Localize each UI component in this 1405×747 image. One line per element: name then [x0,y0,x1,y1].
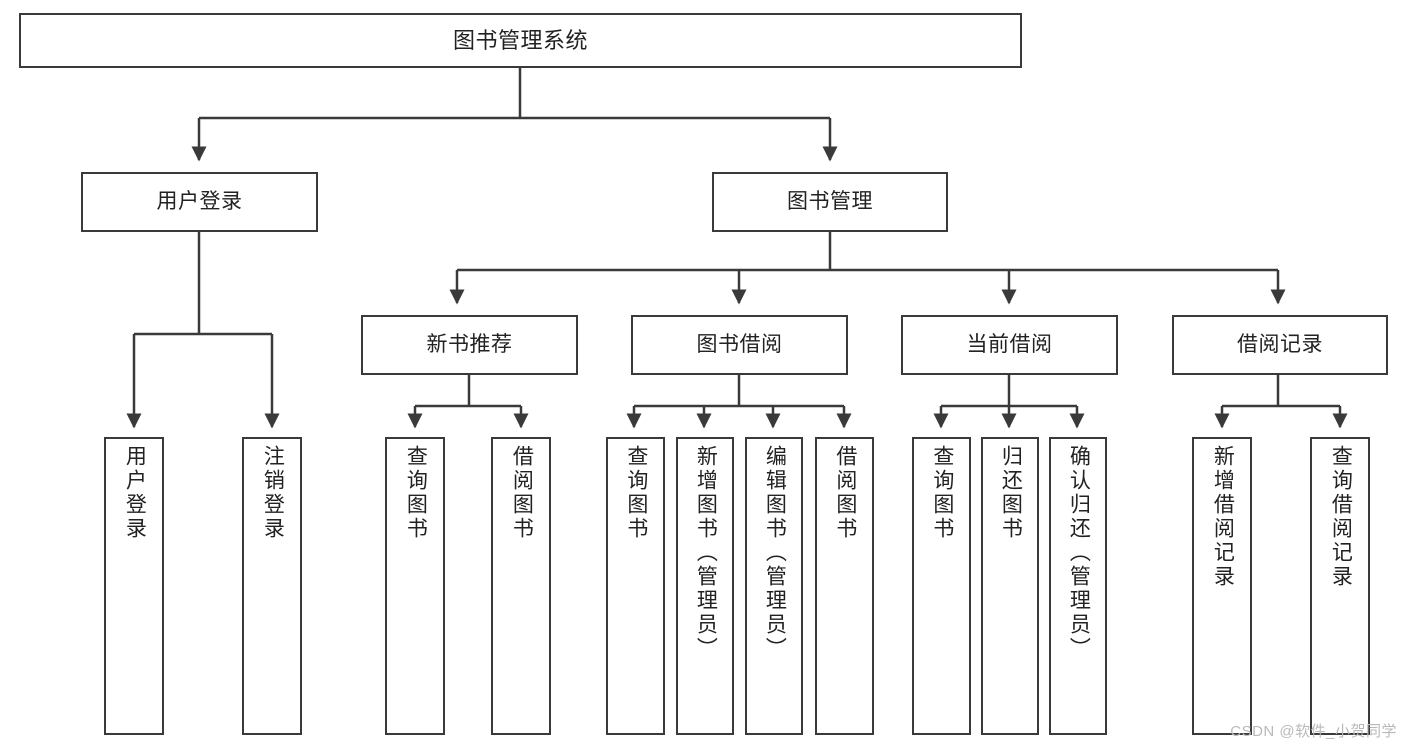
watermark: CSDN @软件_小贺同学 [1230,723,1397,740]
node-new-book-recommend[interactable]: 新书推荐 [361,315,578,375]
leaf-record-query-record[interactable]: 查询借阅记录 [1310,437,1370,735]
leaf-borrow-query-book[interactable]: 查询图书 [606,437,665,735]
leaf-current-return-book[interactable]: 归还图书 [981,437,1039,735]
leaf-recommend-query-book[interactable]: 查询图书 [385,437,445,735]
node-user-login[interactable]: 用户登录 [81,172,318,232]
node-label: 借阅记录 [1237,332,1323,356]
node-label: 用户登录 [123,445,147,541]
node-label: 编辑图书（管理员） [763,445,787,661]
node-label: 查询图书 [624,445,648,541]
node-label: 查询图书 [930,445,954,541]
leaf-borrow-borrow-book[interactable]: 借阅图书 [815,437,874,735]
node-label: 借阅图书 [510,445,534,541]
node-borrow-record[interactable]: 借阅记录 [1172,315,1388,375]
node-label: 注销登录 [261,445,285,541]
leaf-current-confirm-return-admin[interactable]: 确认归还（管理员） [1049,437,1107,735]
node-root-system[interactable]: 图书管理系统 [19,13,1022,68]
node-label: 新增图书（管理员） [694,445,718,661]
node-label: 新增借阅记录 [1211,445,1235,589]
node-label: 图书管理系统 [452,27,588,53]
node-label: 借阅图书 [833,445,857,541]
node-label: 确认归还（管理员） [1067,445,1091,661]
node-label: 归还图书 [999,445,1023,541]
node-label: 查询图书 [404,445,428,541]
node-label: 当前借阅 [966,332,1053,356]
leaf-record-add-record[interactable]: 新增借阅记录 [1192,437,1252,735]
node-current-borrow[interactable]: 当前借阅 [901,315,1118,375]
node-book-management[interactable]: 图书管理 [712,172,948,232]
node-label: 图书管理 [787,189,873,213]
leaf-user-login-logout[interactable]: 注销登录 [242,437,302,735]
leaf-user-login-login[interactable]: 用户登录 [104,437,164,735]
node-label: 查询借阅记录 [1329,445,1353,589]
node-label: 新书推荐 [426,332,513,356]
leaf-borrow-edit-book-admin[interactable]: 编辑图书（管理员） [745,437,803,735]
node-label: 图书借阅 [696,332,783,356]
leaf-current-query-book[interactable]: 查询图书 [912,437,971,735]
node-book-borrow[interactable]: 图书借阅 [631,315,848,375]
leaf-recommend-borrow-book[interactable]: 借阅图书 [491,437,551,735]
node-label: 用户登录 [156,189,243,213]
leaf-borrow-add-book-admin[interactable]: 新增图书（管理员） [676,437,734,735]
